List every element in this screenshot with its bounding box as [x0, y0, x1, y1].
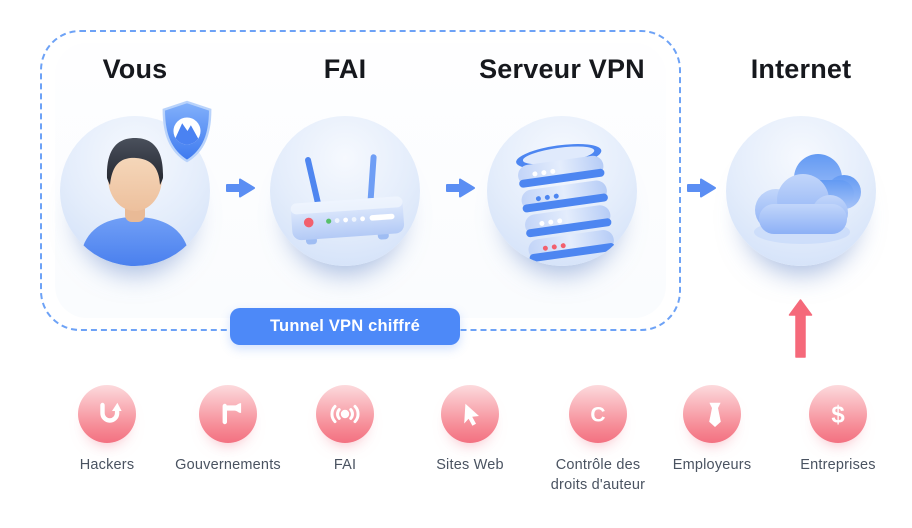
svg-text:$: $ — [831, 402, 845, 429]
node-title-vous: Vous — [102, 54, 168, 84]
threat-circle-entreprises: $ — [809, 385, 867, 443]
tunnel-vpn-badge: Tunnel VPN chiffré — [230, 308, 460, 345]
threat-circle-gouvernements — [199, 385, 257, 443]
node-title-fai: FAI — [323, 54, 367, 84]
serveur-node-circle — [487, 116, 637, 266]
threat-label-fai: FAI — [333, 457, 357, 473]
broadcast-icon — [330, 404, 360, 424]
svg-text:C: C — [590, 404, 605, 427]
server-stack-icon — [516, 144, 615, 262]
flow-arrow-vous-fai — [226, 178, 255, 198]
node-title-serveur: Serveur VPN — [479, 54, 645, 84]
clouds-icon — [754, 154, 861, 244]
threat-label-hackers: Hackers — [79, 457, 135, 473]
fishhook-icon — [100, 402, 122, 423]
necktie-icon — [709, 402, 721, 427]
threat-label-controle: Contrôle des droits d'auteur — [550, 457, 646, 493]
threat-circle-employeurs — [683, 385, 741, 443]
flow-arrow-fai-serveur — [446, 178, 475, 198]
copyright-c-icon: C — [590, 404, 605, 427]
internet-node-circle — [726, 116, 876, 266]
cursor-icon — [464, 403, 479, 426]
flag-icon — [222, 403, 242, 425]
fai-node-circle — [270, 116, 420, 266]
threat-up-arrow — [788, 299, 813, 358]
threat-label-gouvernements: Gouvernements — [175, 457, 281, 473]
node-title-internet: Internet — [750, 54, 852, 84]
flow-arrow-serveur-internet — [687, 178, 716, 198]
dollar-icon: $ — [831, 402, 845, 429]
threat-circle-hackers — [78, 385, 136, 443]
threat-label-employeurs: Employeurs — [672, 457, 752, 473]
threat-label-sites-web: Sites Web — [436, 457, 504, 473]
threat-label-entreprises: Entreprises — [800, 457, 876, 473]
threat-circle-sites-web — [441, 385, 499, 443]
threat-circle-controle: C — [569, 385, 627, 443]
threat-circle-fai — [316, 385, 374, 443]
router-icon — [290, 154, 405, 245]
user-avatar-icon — [80, 138, 190, 266]
vpn-shield-icon — [162, 100, 212, 163]
